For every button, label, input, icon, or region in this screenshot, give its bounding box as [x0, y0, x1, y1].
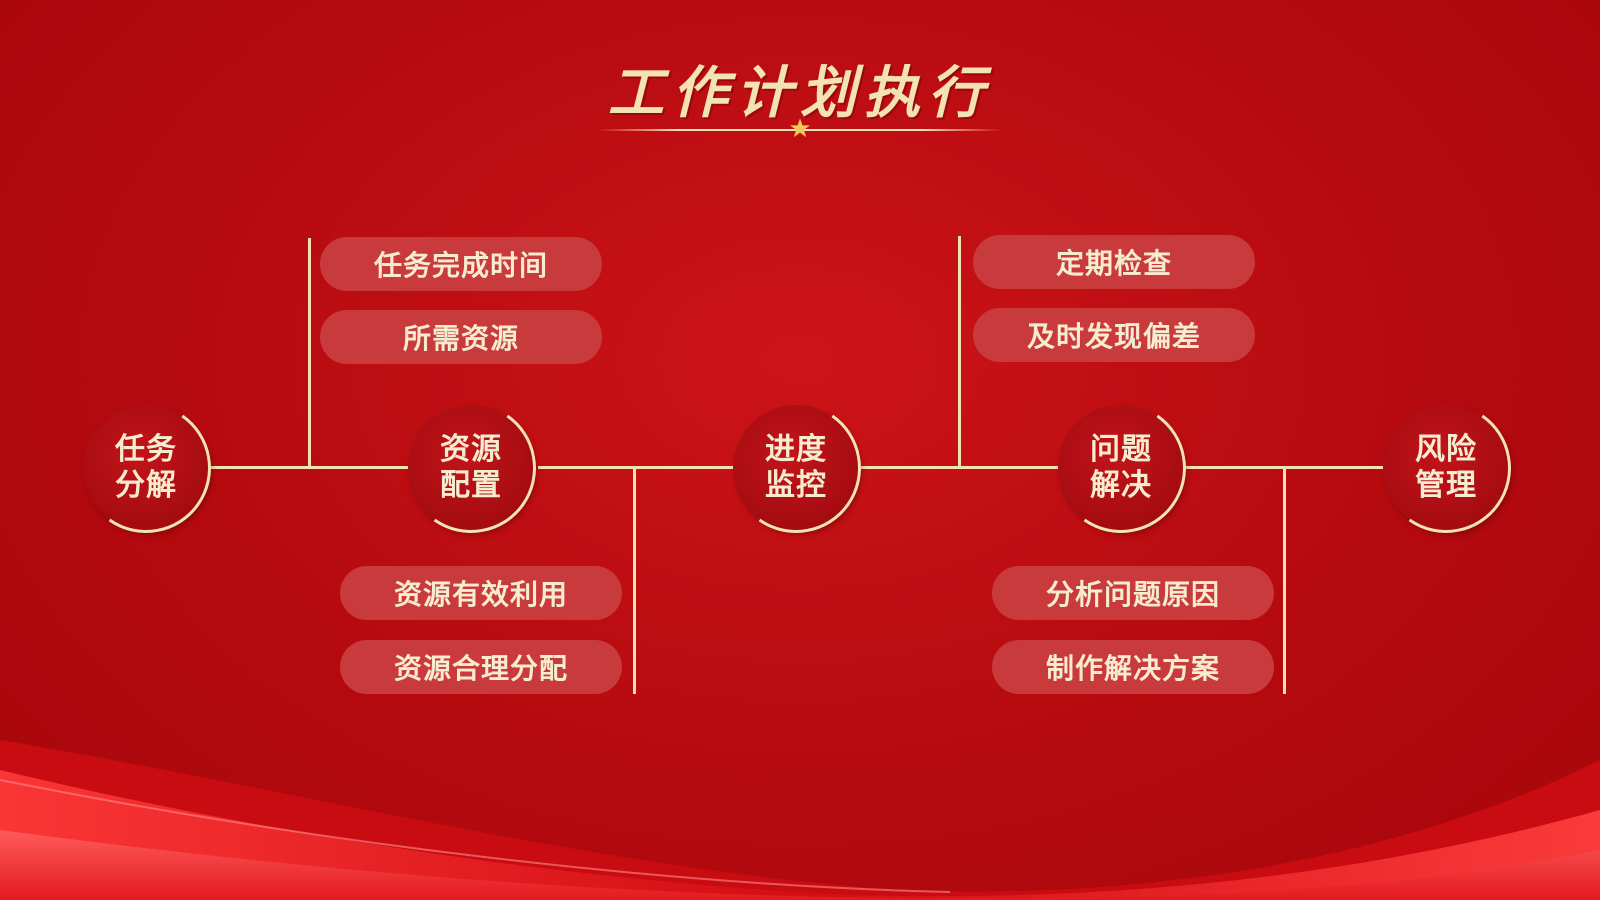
pill-required-resources: 所需资源: [320, 310, 602, 364]
branch-line-upper-right: [958, 236, 961, 467]
node-progress-monitoring[interactable]: 进度监控: [733, 405, 859, 531]
connector-3-4: [861, 466, 1061, 469]
connector-2-3: [538, 466, 736, 469]
branch-line-lower-right: [1283, 466, 1286, 694]
node-problem-solving[interactable]: 问题解决: [1058, 405, 1184, 531]
node-label: 任务分解: [115, 432, 177, 503]
pill-regular-inspection: 定期检查: [973, 235, 1255, 289]
pill-effective-resource-use: 资源有效利用: [340, 566, 622, 620]
connector-4-5: [1186, 466, 1386, 469]
decorative-waves: [0, 740, 1600, 900]
wave-front: [0, 830, 1600, 900]
wave-highlight: [0, 779, 951, 893]
page-title: 工作计划执行: [608, 60, 992, 126]
node-resource-allocation[interactable]: 资源配置: [408, 405, 534, 531]
node-task-breakdown[interactable]: 任务分解: [83, 405, 209, 531]
node-label: 问题解决: [1090, 432, 1152, 503]
pill-analyze-causes: 分析问题原因: [992, 566, 1274, 620]
branch-line-upper-left: [308, 238, 311, 467]
node-risk-management[interactable]: 风险管理: [1383, 405, 1509, 531]
branch-line-lower-left: [633, 466, 636, 694]
connector-1-2: [208, 466, 413, 469]
node-label: 风险管理: [1415, 432, 1477, 503]
node-label: 资源配置: [440, 432, 502, 503]
pill-reasonable-resource-distribution: 资源合理分配: [340, 640, 622, 694]
node-label: 进度监控: [765, 432, 827, 503]
pill-make-solution: 制作解决方案: [992, 640, 1274, 694]
pill-detect-deviation: 及时发现偏差: [973, 308, 1255, 362]
wave-mid: [0, 770, 1600, 900]
pill-task-completion-time: 任务完成时间: [320, 237, 602, 291]
title-underline: [597, 129, 1003, 131]
star-icon: ★: [788, 114, 812, 144]
